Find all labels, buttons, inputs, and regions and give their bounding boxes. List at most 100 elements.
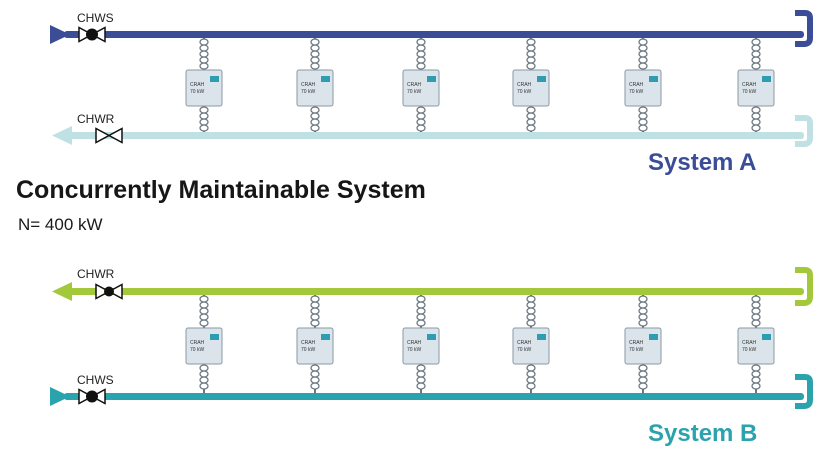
system-b-label: System B bbox=[648, 420, 757, 447]
page-title: Concurrently Maintainable System bbox=[16, 176, 426, 204]
crah-unit-capacity: 70 kW bbox=[629, 347, 643, 353]
flex-hose-icon bbox=[526, 38, 536, 70]
flex-hose-icon bbox=[416, 295, 426, 328]
system-a-return-pipe bbox=[64, 132, 804, 139]
flex-hose-icon bbox=[310, 38, 320, 70]
flex-hose-icon bbox=[526, 295, 536, 328]
flex-hose-icon bbox=[526, 364, 536, 393]
crah-unit-capacity: 70 kW bbox=[301, 89, 315, 95]
crah-unit-capacity: 70 kW bbox=[742, 347, 756, 353]
crah-status-panel bbox=[762, 334, 771, 340]
crah-unit-label: CRAH bbox=[190, 340, 205, 346]
crah-unit-label: CRAH bbox=[190, 82, 205, 88]
flex-hose-icon bbox=[310, 364, 320, 393]
crah-status-panel bbox=[649, 76, 658, 82]
valve-icon bbox=[95, 283, 123, 300]
crah-unit-label: CRAH bbox=[742, 340, 757, 346]
crah-unit-label: CRAH bbox=[742, 82, 757, 88]
flex-hose-icon bbox=[751, 106, 761, 132]
capacity-subtitle: N= 400 kW bbox=[18, 215, 103, 234]
system-b-supply-end-cap bbox=[795, 374, 813, 409]
system-a-supply-end-cap bbox=[795, 10, 813, 47]
arrow-left-icon bbox=[52, 126, 72, 145]
valve-icon bbox=[78, 388, 106, 405]
arrow-right-icon bbox=[50, 387, 70, 406]
system-a-supply-pipe bbox=[64, 31, 804, 38]
crah-unit-icon bbox=[296, 69, 334, 107]
valve-icon bbox=[95, 127, 123, 144]
crah-unit-label: CRAH bbox=[301, 340, 316, 346]
crah-status-panel bbox=[427, 334, 436, 340]
crah-unit-label: CRAH bbox=[517, 340, 532, 346]
crah-unit-icon bbox=[402, 327, 440, 365]
crah-status-panel bbox=[649, 334, 658, 340]
flex-hose-icon bbox=[638, 364, 648, 393]
system-a-label: System A bbox=[648, 149, 757, 176]
system-a-supply-label: CHWS bbox=[77, 11, 114, 25]
crah-unit-icon bbox=[185, 69, 223, 107]
crah-status-panel bbox=[537, 76, 546, 82]
arrow-right-icon bbox=[50, 25, 70, 44]
flex-hose-icon bbox=[310, 295, 320, 328]
crah-status-panel bbox=[427, 76, 436, 82]
valve-icon bbox=[78, 26, 106, 43]
flex-hose-icon bbox=[199, 295, 209, 328]
system-a-return-label: CHWR bbox=[77, 112, 115, 126]
crah-unit-capacity: 70 kW bbox=[742, 89, 756, 95]
crah-unit-capacity: 70 kW bbox=[629, 89, 643, 95]
crah-unit-capacity: 70 kW bbox=[517, 89, 531, 95]
crah-unit-icon bbox=[185, 327, 223, 365]
flex-hose-icon bbox=[638, 38, 648, 70]
crah-unit-icon bbox=[624, 69, 662, 107]
flex-hose-icon bbox=[310, 106, 320, 132]
crah-status-panel bbox=[210, 334, 219, 340]
crah-unit-label: CRAH bbox=[407, 340, 422, 346]
flex-hose-icon bbox=[199, 364, 209, 393]
system-a-return-end-cap bbox=[795, 115, 813, 147]
crah-status-panel bbox=[321, 334, 330, 340]
flex-hose-icon bbox=[638, 106, 648, 132]
crah-unit-capacity: 70 kW bbox=[407, 347, 421, 353]
crah-unit-capacity: 70 kW bbox=[190, 347, 204, 353]
crah-unit-icon bbox=[624, 327, 662, 365]
crah-unit-label: CRAH bbox=[407, 82, 422, 88]
crah-status-panel bbox=[762, 76, 771, 82]
flex-hose-icon bbox=[751, 364, 761, 393]
crah-status-panel bbox=[537, 334, 546, 340]
crah-status-panel bbox=[321, 76, 330, 82]
crah-status-panel bbox=[210, 76, 219, 82]
crah-unit-icon bbox=[737, 69, 775, 107]
crah-unit-icon bbox=[512, 327, 550, 365]
crah-unit-label: CRAH bbox=[629, 340, 644, 346]
crah-unit-capacity: 70 kW bbox=[407, 89, 421, 95]
crah-unit-capacity: 70 kW bbox=[301, 347, 315, 353]
crah-unit-capacity: 70 kW bbox=[190, 89, 204, 95]
system-b-supply-label: CHWS bbox=[77, 373, 114, 387]
crah-unit-icon bbox=[296, 327, 334, 365]
flex-hose-icon bbox=[751, 295, 761, 328]
crah-unit-capacity: 70 kW bbox=[517, 347, 531, 353]
system-b-return-label: CHWR bbox=[77, 267, 115, 281]
flex-hose-icon bbox=[751, 38, 761, 70]
flex-hose-icon bbox=[199, 106, 209, 132]
flex-hose-icon bbox=[416, 38, 426, 70]
crah-unit-icon bbox=[512, 69, 550, 107]
crah-unit-label: CRAH bbox=[517, 82, 532, 88]
flex-hose-icon bbox=[416, 106, 426, 132]
crah-unit-icon bbox=[402, 69, 440, 107]
